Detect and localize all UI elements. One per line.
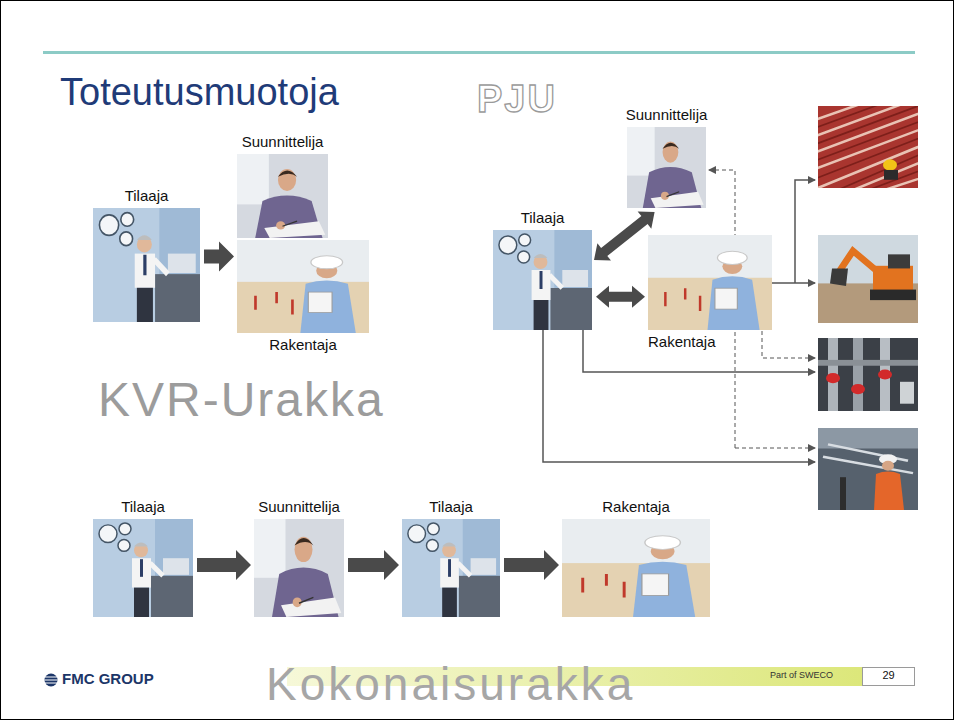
node-caption: Rakentaja: [269, 333, 337, 354]
page-number: 29: [862, 670, 915, 681]
contract-lines: [543, 180, 815, 462]
photo-illustration: [562, 519, 710, 617]
block-arrow: [204, 241, 234, 271]
photo-drawing: [493, 230, 592, 330]
photo-illustration: [402, 519, 500, 617]
installer-photo: [818, 428, 918, 510]
node-caption: Tilaaja: [429, 498, 473, 519]
photo-illustration: [493, 230, 592, 330]
photo-illustration: [237, 154, 328, 238]
photo-illustration: [237, 240, 369, 333]
node-caption: Rakentaja: [602, 498, 670, 519]
caption-block: Rakentaja: [237, 333, 369, 354]
pipework-photo: [818, 338, 918, 411]
photo-illustration: [627, 127, 706, 208]
caption-block: Suunnittelija: [237, 133, 328, 154]
slide-title: Toteutusmuotoja: [60, 70, 339, 116]
caption-block: Tilaaja: [402, 498, 500, 519]
photo-node: Tilaaja: [402, 498, 500, 617]
photo-illustration: [93, 208, 200, 322]
photo-drawing: [237, 240, 369, 333]
photo-node: Tilaaja: [93, 498, 193, 617]
photo-node: Rakentaja: [562, 498, 710, 617]
photo-drawing: [562, 519, 710, 617]
floor-heating-photo: [808, 98, 928, 192]
photo-drawing: [402, 519, 500, 617]
section-heading: KVR-Urakka: [98, 376, 385, 424]
caption-block: Rakentaja: [648, 330, 772, 351]
node-caption: Tilaaja: [521, 209, 565, 230]
photo-drawing: [237, 154, 328, 238]
photo-node: Tilaaja: [493, 209, 592, 330]
photo-drawing: [93, 208, 200, 322]
photo-illustration: [648, 235, 772, 330]
photo-node: Suunnittelija: [254, 498, 344, 617]
excavator-photo: [818, 235, 918, 323]
caption-block: Tilaaja: [93, 498, 193, 519]
outlined-heading: PJU: [477, 80, 557, 118]
company-logo-text: FMC GROUP: [62, 671, 154, 686]
photo-node: Rakentaja: [648, 235, 772, 351]
photo-node: Suunnittelija: [237, 133, 328, 238]
node-caption: Suunnittelija: [626, 106, 708, 127]
block-arrow: [504, 550, 559, 580]
photo-drawing: [627, 127, 706, 208]
photo-node: Tilaaja: [93, 187, 200, 322]
caption-block: Suunnittelija: [254, 498, 344, 519]
photo-drawing: [254, 519, 344, 617]
page-number-box: [863, 668, 915, 686]
photo-illustration: [93, 519, 193, 617]
node-caption: Tilaaja: [121, 498, 165, 519]
node-caption: Rakentaja: [648, 330, 716, 351]
caption-block: Tilaaja: [93, 187, 200, 208]
photo-drawing: [648, 235, 772, 330]
block-arrow: [348, 550, 399, 580]
block-arrow: [197, 550, 251, 580]
header-rule: [43, 51, 915, 54]
section-heading: Kokonaisurakka: [266, 661, 635, 707]
block-arrow: [594, 211, 655, 260]
node-caption: Tilaaja: [125, 187, 169, 208]
caption-block: Rakentaja: [562, 498, 710, 519]
photo-drawing: [93, 519, 193, 617]
node-caption: Suunnittelija: [242, 133, 324, 154]
caption-block: Tilaaja: [493, 209, 592, 230]
node-caption: Suunnittelija: [258, 498, 340, 519]
block-arrow: [596, 286, 645, 308]
photo-illustration: [254, 519, 344, 617]
footer-note: Part of SWECO: [770, 671, 833, 680]
photo-node: Rakentaja: [237, 240, 369, 354]
logo-icon: [45, 674, 58, 687]
photo-node: Suunnittelija: [624, 106, 710, 208]
caption-block: Suunnittelija: [624, 106, 710, 127]
